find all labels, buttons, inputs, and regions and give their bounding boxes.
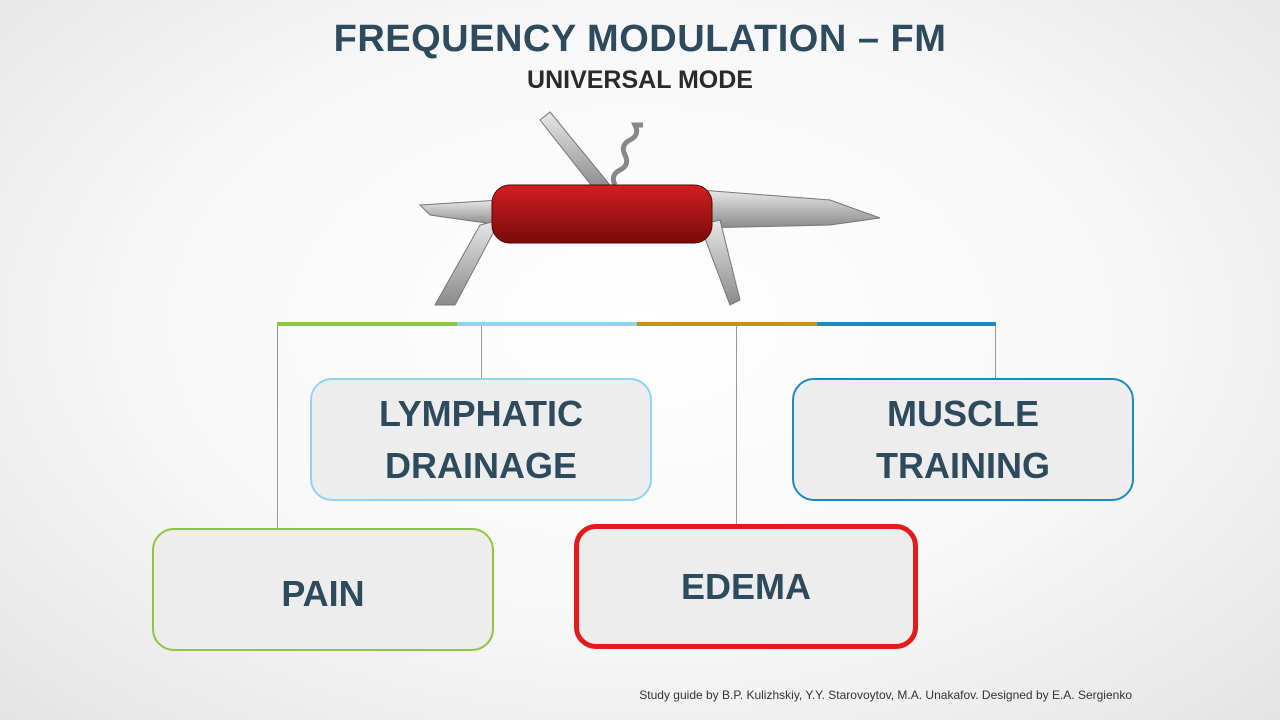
credit-text: Study guide by B.P. Kulizhskiy, Y.Y. Sta… (639, 688, 1132, 702)
swiss-knife-icon (418, 111, 881, 306)
connector-bar-muscle (817, 322, 996, 326)
page-title: FREQUENCY MODULATION – FM (333, 18, 947, 60)
muscle-training-box: MUSCLE TRAINING (792, 378, 1134, 501)
pain-box: PAIN (152, 528, 494, 651)
lymphatic-label-2: DRAINAGE (384, 444, 577, 486)
connector-line-pain (277, 326, 278, 528)
connector-bar-edema (637, 322, 817, 326)
page-subtitle: UNIVERSAL MODE (527, 66, 753, 94)
connector-bar-pain (277, 322, 457, 326)
lymphatic-drainage-box: LYMPHATIC DRAINAGE (310, 378, 652, 501)
connector-line-muscle (995, 326, 996, 378)
muscle-label-2: TRAINING (876, 444, 1050, 486)
lymphatic-label-1: LYMPHATIC (378, 392, 583, 434)
muscle-label-1: MUSCLE (887, 392, 1039, 434)
edema-box: EDEMA (574, 524, 918, 649)
connector-line-lymphatic (481, 326, 482, 378)
edema-label: EDEMA (680, 565, 811, 607)
connector-line-edema (736, 326, 737, 524)
connector-bar-lymphatic (457, 322, 637, 326)
pain-label: PAIN (281, 572, 365, 614)
